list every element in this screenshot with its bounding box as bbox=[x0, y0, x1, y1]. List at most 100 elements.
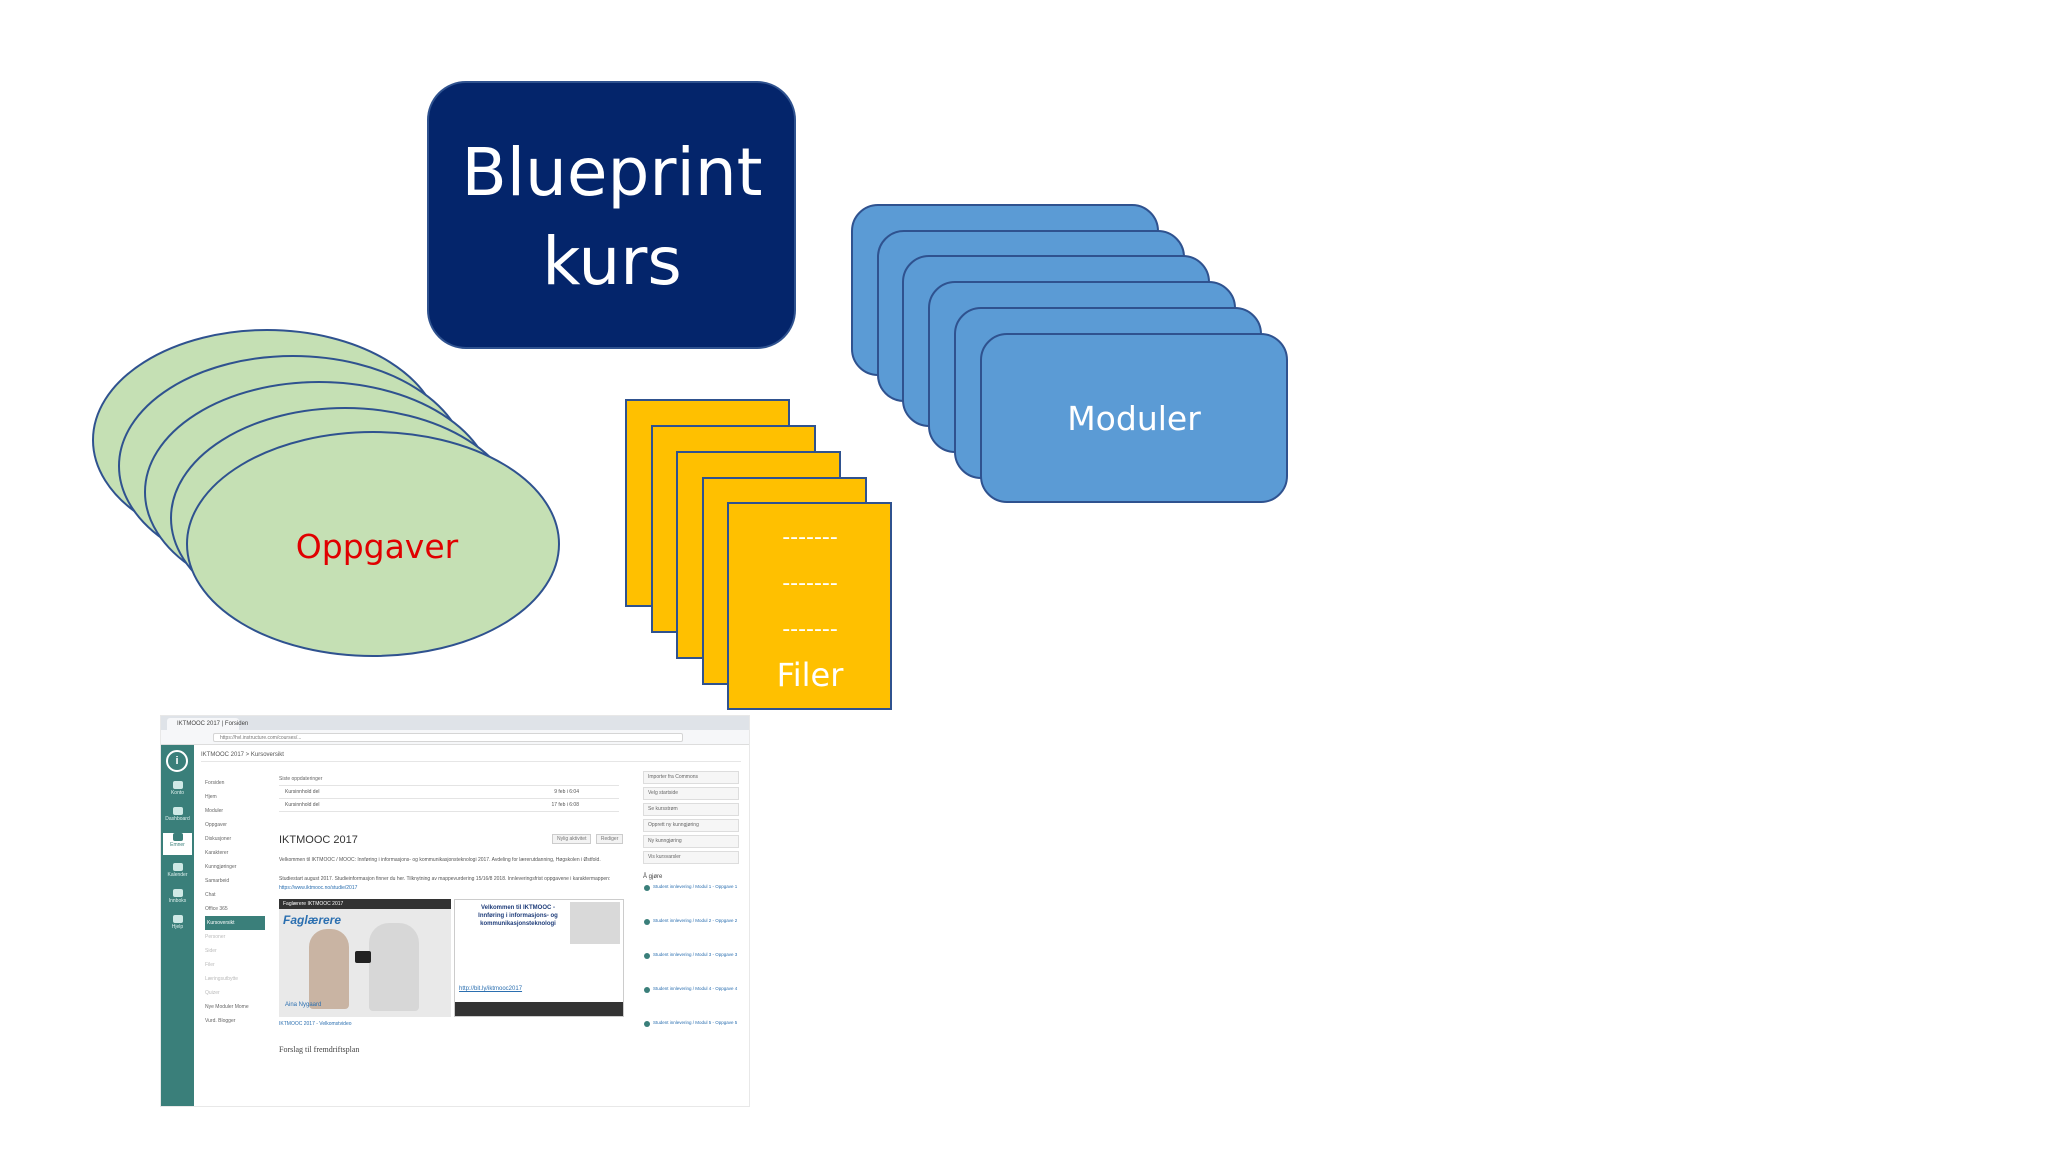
row-date: 9 feb i 6:04 bbox=[554, 789, 579, 795]
edit-button[interactable]: Rediger bbox=[595, 834, 624, 844]
table-row[interactable]: Kursinnhold del 9 feb i 6:04 bbox=[279, 786, 619, 799]
moduler-stack: Moduler bbox=[851, 204, 1288, 503]
course-nav-item[interactable]: Hjem bbox=[205, 794, 217, 800]
play-icon[interactable] bbox=[355, 951, 371, 963]
oppgaver-stack: Oppgaver bbox=[92, 329, 560, 657]
filer-stack: ------- ------- ------- Filer bbox=[625, 399, 892, 710]
canvas-logo-icon[interactable]: i bbox=[166, 750, 188, 772]
global-nav-account[interactable]: Konto bbox=[163, 781, 192, 796]
course-nav-item[interactable]: Moduler bbox=[205, 808, 224, 814]
oppgaver-ellipse bbox=[186, 431, 560, 657]
todo-item[interactable]: Student innlevering / Modul 3 - Oppgave … bbox=[643, 952, 739, 982]
blueprint-title-line1: Blueprint bbox=[461, 134, 762, 211]
sidebar-button[interactable]: Se kursstrøm bbox=[643, 803, 739, 816]
sidebar-button[interactable]: Vis kursvarsler bbox=[643, 851, 739, 864]
global-nav-dashboard[interactable]: Dashboard bbox=[163, 807, 192, 822]
filer-label: Filer bbox=[777, 656, 845, 694]
video2-link[interactable]: http://bit.ly/iktmooc2017 bbox=[459, 986, 523, 992]
url-field[interactable]: https://hvl.instructure.com/courses/... bbox=[213, 733, 683, 742]
course-nav-item[interactable]: Sider bbox=[205, 948, 217, 954]
todo-icon bbox=[644, 919, 650, 925]
right-sidebar: Importer fra Commons Velg startside Se k… bbox=[643, 771, 739, 1050]
course-nav-item[interactable]: Personer bbox=[205, 934, 226, 940]
video-caption: Faglærere IKTMOOC 2017 bbox=[279, 899, 451, 909]
sidebar-button[interactable]: Opprett ny kunngjøring bbox=[643, 819, 739, 832]
calendar-icon bbox=[172, 863, 183, 871]
video2-title: Velkommen til IKTMOOC - Innføring i info… bbox=[478, 905, 558, 927]
course-nav-item[interactable]: Læringsutbytte bbox=[205, 976, 239, 982]
row-date: 17 feb i 6:08 bbox=[551, 802, 579, 808]
course-nav-item[interactable]: Office 365 bbox=[205, 906, 228, 912]
blueprint-box: Blueprint kurs bbox=[427, 81, 796, 349]
study-info-text: Studiestart august 2017. Studieinformasj… bbox=[279, 876, 611, 891]
course-content: Siste oppdateringer Kursinnhold del 9 feb… bbox=[279, 776, 624, 1054]
video-faglaerere[interactable]: Faglærere IKTMOOC 2017 Faglærere Aina Ny… bbox=[279, 899, 451, 1017]
sidebar-button[interactable]: Importer fra Commons bbox=[643, 771, 739, 784]
breadcrumb: IKTMOOC 2017 > Kursoversikt bbox=[201, 749, 741, 762]
video2-photo bbox=[570, 902, 620, 944]
global-nav: i Konto Dashboard Emner Kalender Innboks… bbox=[161, 745, 194, 1106]
sidebar-button[interactable]: Ny kunngjøring bbox=[643, 835, 739, 848]
inbox-icon bbox=[172, 889, 183, 897]
course-nav-item[interactable]: Chat bbox=[205, 892, 216, 898]
oppgaver-label: Oppgaver bbox=[296, 527, 459, 566]
course-nav-item[interactable]: Oppgaver bbox=[205, 822, 227, 828]
video-title: Faglærere bbox=[283, 913, 342, 927]
filer-dashes-3: ------- bbox=[782, 617, 838, 642]
course-nav-item[interactable]: Kunngjøringer bbox=[205, 864, 237, 870]
todo-item[interactable]: Student innlevering / Modul 5 - Oppgave … bbox=[643, 1020, 739, 1050]
moduler-label: Moduler bbox=[1067, 399, 1201, 438]
video-subtitle-link[interactable]: IKTMOOC 2017 - Velkomstvideo bbox=[279, 1021, 352, 1027]
course-nav-item[interactable]: Filer bbox=[205, 962, 215, 968]
sidebar-button[interactable]: Velg startside bbox=[643, 787, 739, 800]
course-nav-item[interactable]: Diskusjoner bbox=[205, 836, 232, 842]
course-nav-item[interactable]: Quizer bbox=[205, 990, 220, 996]
dashboard-icon bbox=[172, 807, 183, 815]
study-link[interactable]: https://www.iktmooc.no/studie/2017 bbox=[279, 885, 358, 891]
browser-tabbar: IKTMOOC 2017 | Forsiden bbox=[161, 716, 749, 730]
global-nav-calendar[interactable]: Kalender bbox=[163, 863, 192, 878]
recent-activity-button[interactable]: Nylig aktivitet bbox=[552, 834, 592, 844]
video-name: Aina Nygaard bbox=[285, 1002, 322, 1008]
todo-icon bbox=[644, 953, 650, 959]
browser-tab[interactable]: IKTMOOC 2017 | Forsiden bbox=[167, 718, 248, 730]
page-title: IKTMOOC 2017 Nylig aktivitet Rediger bbox=[279, 834, 624, 846]
course-nav-item[interactable]: Vurd. Blogger bbox=[205, 1018, 236, 1024]
todo-icon bbox=[644, 987, 650, 993]
course-nav-item[interactable]: Nye Moduler Mome bbox=[205, 1004, 249, 1010]
global-nav-courses[interactable]: Emner bbox=[163, 833, 192, 855]
updates-table: Kursinnhold del 9 feb i 6:04 Kursinnhold … bbox=[279, 785, 619, 812]
video-row: Faglærere IKTMOOC 2017 Faglærere Aina Ny… bbox=[279, 899, 624, 1019]
todo-icon bbox=[644, 885, 650, 891]
todo-item[interactable]: Student innlevering / Modul 2 - Oppgave … bbox=[643, 918, 739, 948]
browser-urlbar: https://hvl.instructure.com/courses/... bbox=[161, 730, 749, 745]
course-nav-item[interactable]: Karakterer bbox=[205, 850, 229, 856]
course-nav-item[interactable]: Forsiden bbox=[205, 780, 225, 786]
user-icon bbox=[172, 781, 183, 789]
welcome-text: Velkommen til IKTMOOC / MOOC: Innføring … bbox=[279, 857, 601, 863]
global-nav-help[interactable]: Hjelp bbox=[163, 915, 192, 930]
filer-dashes-1: ------- bbox=[782, 525, 838, 550]
title-buttons: Nylig aktivitet Rediger bbox=[549, 834, 624, 844]
video-controls[interactable] bbox=[455, 1002, 623, 1016]
course-nav-item[interactable]: Samarbeid bbox=[205, 878, 230, 884]
video-velkommen[interactable]: Velkommen til IKTMOOC - Innføring i info… bbox=[454, 899, 624, 1017]
global-nav-inbox[interactable]: Innboks bbox=[163, 889, 192, 904]
course-screenshot: IKTMOOC 2017 | Forsiden https://hvl.inst… bbox=[161, 716, 749, 1106]
filer-page bbox=[727, 502, 892, 710]
person-image bbox=[309, 929, 349, 1009]
blueprint-title-line2: kurs bbox=[542, 223, 682, 300]
person-image bbox=[369, 923, 419, 1011]
moduler-card bbox=[980, 333, 1288, 503]
recent-updates-label: Siste oppdateringer bbox=[279, 776, 323, 782]
todo-item[interactable]: Student innlevering / Modul 1 - Oppgave … bbox=[643, 884, 739, 914]
book-icon bbox=[172, 833, 183, 841]
todo-item[interactable]: Student innlevering / Modul 4 - Oppgave … bbox=[643, 986, 739, 1016]
todo-icon bbox=[644, 1021, 650, 1027]
course-nav-item-selected[interactable]: Kursoversikt bbox=[205, 916, 265, 930]
help-icon bbox=[172, 915, 183, 923]
row-name: Kursinnhold del bbox=[285, 789, 320, 795]
course-nav: Forsiden Hjem Moduler Oppgaver Diskusjon… bbox=[205, 776, 265, 1028]
